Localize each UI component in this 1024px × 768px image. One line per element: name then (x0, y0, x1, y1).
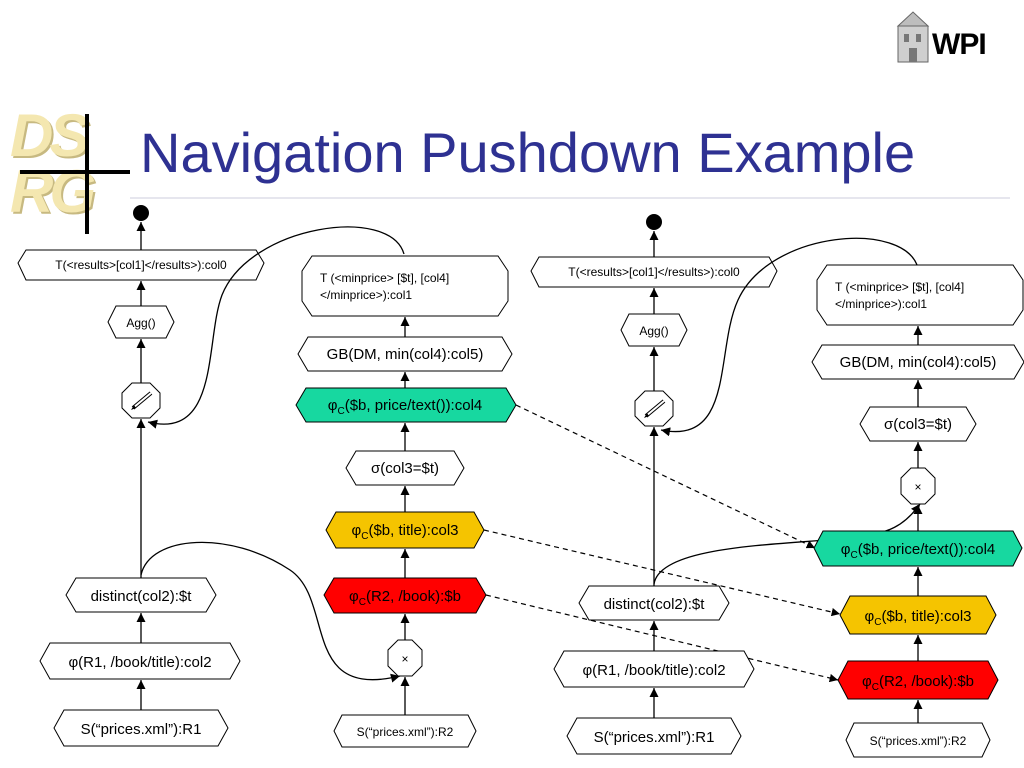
pencil-icon (644, 399, 666, 418)
right-navigate-price-label: φC($b, price/text()):col4 (841, 541, 996, 561)
right-tag-minprice-line1: T (<minprice> [$t], [col4] (835, 280, 964, 294)
left-join-label: × (401, 652, 408, 666)
right-groupby-label: GB(DM, min(col4):col5) (840, 354, 997, 371)
left-root-dot (133, 205, 149, 221)
building-icon (896, 11, 930, 63)
left-plan: T(<results>[col1]</results>):col0 Agg() … (17, 205, 517, 748)
left-select-node (345, 450, 465, 486)
right-join-node (900, 467, 936, 505)
right-tag-minprice-node (816, 264, 1024, 326)
right-source1-node (566, 717, 742, 755)
left-agg-label: Agg() (126, 316, 155, 330)
left-groupby-label: GB(DM, min(col4):col5) (327, 346, 484, 363)
right-navigate-book-label: φC(R2, /book):$b (862, 673, 974, 693)
right-distinct-node (578, 585, 730, 621)
right-navigate-price-node (813, 530, 1023, 567)
dashed-book-link (485, 594, 839, 683)
right-edge-minprice-to-link (660, 237, 919, 437)
left-source1-node (53, 709, 229, 747)
left-navigate-book-node (323, 577, 487, 614)
right-distinct-label: distinct(col2):$t (604, 596, 706, 613)
left-tag-minprice-line2: </minprice>):col1 (320, 288, 412, 302)
wpi-logo-text: WPI (932, 28, 987, 61)
right-tag-root-label: T(<results>[col1]</results>):col0 (568, 265, 740, 279)
phi-symbol: φ (582, 662, 592, 679)
right-select-label: σ(col3=$t) (884, 416, 952, 433)
left-tag-minprice-line1: T (<minprice> [$t], [col4] (320, 271, 449, 285)
sigma-symbol: σ (884, 416, 894, 433)
left-navigate-price-label: φC($b, price/text()):col4 (328, 397, 483, 417)
right-plan: T(<results>[col1]</results>):col0 Agg() … (530, 214, 1024, 758)
slide-title: Navigation Pushdown Example (140, 121, 916, 184)
left-agg-node (107, 305, 175, 339)
logo-vertical-line (85, 114, 89, 234)
left-source2-node (333, 714, 477, 748)
logo-horizontal-line (20, 170, 130, 174)
left-tag-root-node (17, 249, 265, 281)
left-source2-label: S(“prices.xml”):R2 (357, 725, 454, 739)
left-navigate-title2-label: φC($b, title):col3 (351, 522, 458, 542)
left-tag-root-label: T(<results>[col1]</results>):col0 (55, 258, 227, 272)
right-agg-node (620, 313, 688, 347)
right-groupby-node (811, 344, 1024, 380)
right-tag-root-node (530, 256, 778, 288)
left-source1-label: S(“prices.xml”):R1 (81, 721, 202, 738)
right-root-dot (646, 214, 662, 230)
right-agg-label: Agg() (639, 324, 668, 338)
right-navigate-title-label: φ(R1, /book/title):col2 (582, 662, 725, 679)
left-select-label: σ(col3=$t) (371, 460, 439, 477)
right-source1-label: S(“prices.xml”):R1 (594, 729, 715, 746)
left-navigate-title-label: φ(R1, /book/title):col2 (68, 654, 211, 671)
left-groupby-node (297, 336, 513, 372)
left-distinct-node (65, 577, 217, 613)
left-tag-minprice-node (301, 255, 509, 317)
right-source2-label: S(“prices.xml”):R2 (870, 734, 967, 748)
title-rule (130, 197, 1010, 199)
left-navigate-price-node (295, 387, 517, 423)
left-edge-minprice-to-link (147, 226, 405, 429)
left-navigate-title2-node (325, 511, 485, 549)
phi-symbol: φ (68, 654, 78, 671)
right-navigate-title-node (553, 650, 755, 688)
sigma-symbol: σ (371, 460, 381, 477)
left-navigate-title-node (39, 642, 241, 680)
dashed-price-link (515, 404, 816, 549)
left-edge-distinct-to-join (140, 541, 401, 683)
correspondence-lines (483, 404, 841, 683)
left-distinct-label: distinct(col2):$t (91, 588, 193, 605)
wpi-logo: WPI (894, 10, 1004, 66)
right-navigate-title2-node (839, 595, 997, 635)
left-join-node (387, 639, 423, 677)
right-navigate-book-node (837, 660, 999, 700)
right-source2-node (845, 722, 991, 758)
left-navigate-book-label: φC(R2, /book):$b (349, 588, 461, 608)
right-join-label: × (914, 480, 921, 494)
right-navigate-title2-label: φC($b, title):col3 (864, 608, 971, 628)
right-select-node (859, 406, 977, 442)
right-tag-minprice-line2: </minprice>):col1 (835, 297, 927, 311)
pencil-icon (131, 391, 153, 410)
dashed-title-link (483, 529, 841, 617)
